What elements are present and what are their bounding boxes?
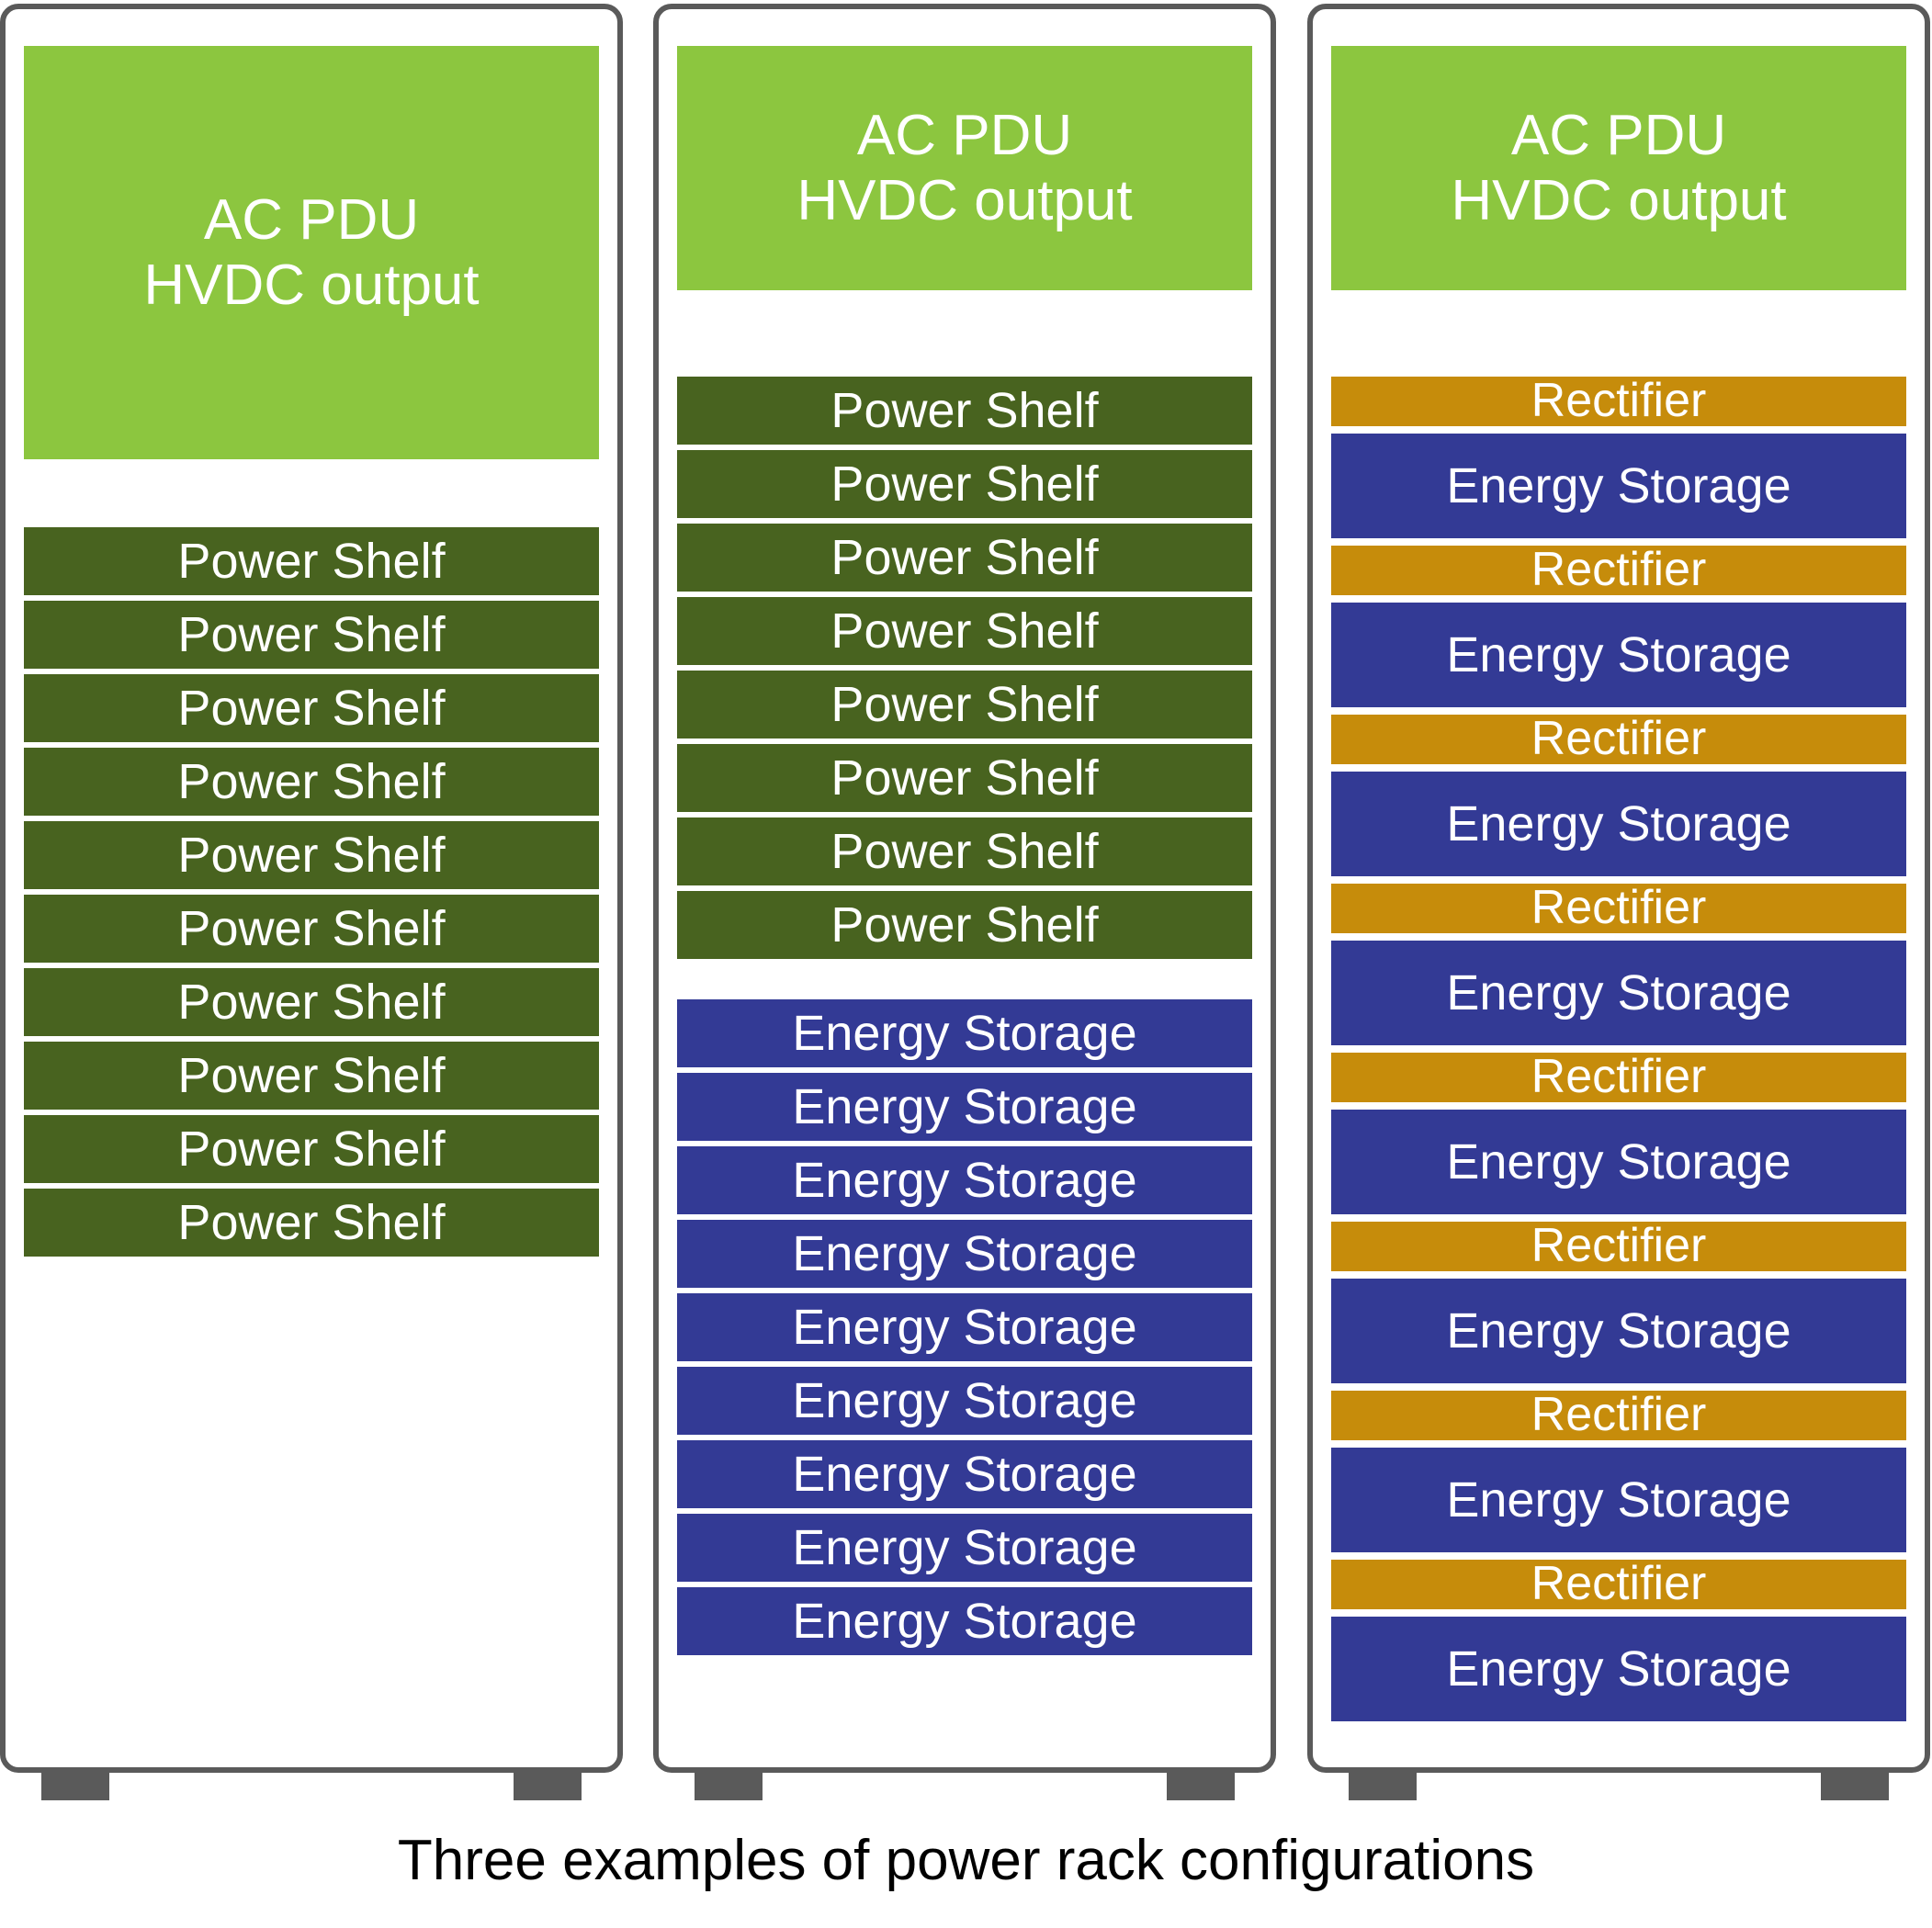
energy-storage: Energy Storage xyxy=(1331,1448,1906,1552)
rack-3: AC PDU HVDC output Rectifier Energy Stor… xyxy=(1307,4,1930,1773)
power-shelf: Power Shelf xyxy=(24,748,599,816)
energy-storage: Energy Storage xyxy=(1331,1110,1906,1214)
energy-storage: Energy Storage xyxy=(1331,941,1906,1045)
power-shelf: Power Shelf xyxy=(24,821,599,889)
energy-storage: Energy Storage xyxy=(677,1220,1252,1288)
power-shelf: Power Shelf xyxy=(24,674,599,742)
energy-storage: Energy Storage xyxy=(677,1073,1252,1141)
rectifier: Rectifier xyxy=(1331,543,1906,596)
energy-storage: Energy Storage xyxy=(677,999,1252,1067)
energy-storage: Energy Storage xyxy=(1331,772,1906,876)
pdu-block: AC PDU HVDC output xyxy=(24,46,599,459)
power-shelf: Power Shelf xyxy=(677,817,1252,885)
power-shelf: Power Shelf xyxy=(677,450,1252,518)
rack-3-right-foot xyxy=(1821,1771,1889,1800)
power-shelf: Power Shelf xyxy=(677,597,1252,665)
rack-3-left-foot xyxy=(1349,1771,1417,1800)
energy-storage: Energy Storage xyxy=(677,1514,1252,1582)
power-shelf: Power Shelf xyxy=(24,1042,599,1110)
rectifier: Rectifier xyxy=(1331,881,1906,934)
rack-1-left-foot xyxy=(41,1771,109,1800)
rectifier: Rectifier xyxy=(1331,1557,1906,1610)
rack-1-right-foot xyxy=(514,1771,582,1800)
rectifier: Rectifier xyxy=(1331,1050,1906,1103)
rack-2: AC PDU HVDC output Power Shelf Power She… xyxy=(653,4,1276,1773)
power-shelf: Power Shelf xyxy=(24,1189,599,1257)
power-shelf: Power Shelf xyxy=(677,744,1252,812)
pdu-block: AC PDU HVDC output xyxy=(677,46,1252,290)
energy-storage: Energy Storage xyxy=(677,1146,1252,1214)
power-shelf: Power Shelf xyxy=(24,601,599,669)
rectifier: Rectifier xyxy=(1331,712,1906,765)
power-shelf: Power Shelf xyxy=(24,527,599,595)
energy-storage: Energy Storage xyxy=(677,1440,1252,1508)
power-shelf: Power Shelf xyxy=(677,524,1252,592)
energy-storage: Energy Storage xyxy=(1331,1617,1906,1721)
rectifier: Rectifier xyxy=(1331,1219,1906,1272)
rack-2-right-foot xyxy=(1167,1771,1235,1800)
power-shelf: Power Shelf xyxy=(24,968,599,1036)
rack-1: AC PDU HVDC output Power Shelf Power She… xyxy=(0,4,623,1773)
rack-2-left-foot xyxy=(695,1771,763,1800)
power-shelf: Power Shelf xyxy=(677,891,1252,959)
energy-storage: Energy Storage xyxy=(677,1367,1252,1435)
power-shelf: Power Shelf xyxy=(677,377,1252,445)
power-shelf: Power Shelf xyxy=(24,1115,599,1183)
pdu-block: AC PDU HVDC output xyxy=(1331,46,1906,290)
diagram-caption: Three examples of power rack configurati… xyxy=(397,1829,1535,1892)
power-shelf: Power Shelf xyxy=(677,671,1252,739)
rectifier: Rectifier xyxy=(1331,374,1906,427)
energy-storage: Energy Storage xyxy=(677,1293,1252,1361)
energy-storage: Energy Storage xyxy=(1331,603,1906,707)
energy-storage: Energy Storage xyxy=(1331,434,1906,538)
power-shelf: Power Shelf xyxy=(24,895,599,963)
energy-storage: Energy Storage xyxy=(677,1587,1252,1655)
rectifier: Rectifier xyxy=(1331,1388,1906,1441)
energy-storage: Energy Storage xyxy=(1331,1279,1906,1383)
